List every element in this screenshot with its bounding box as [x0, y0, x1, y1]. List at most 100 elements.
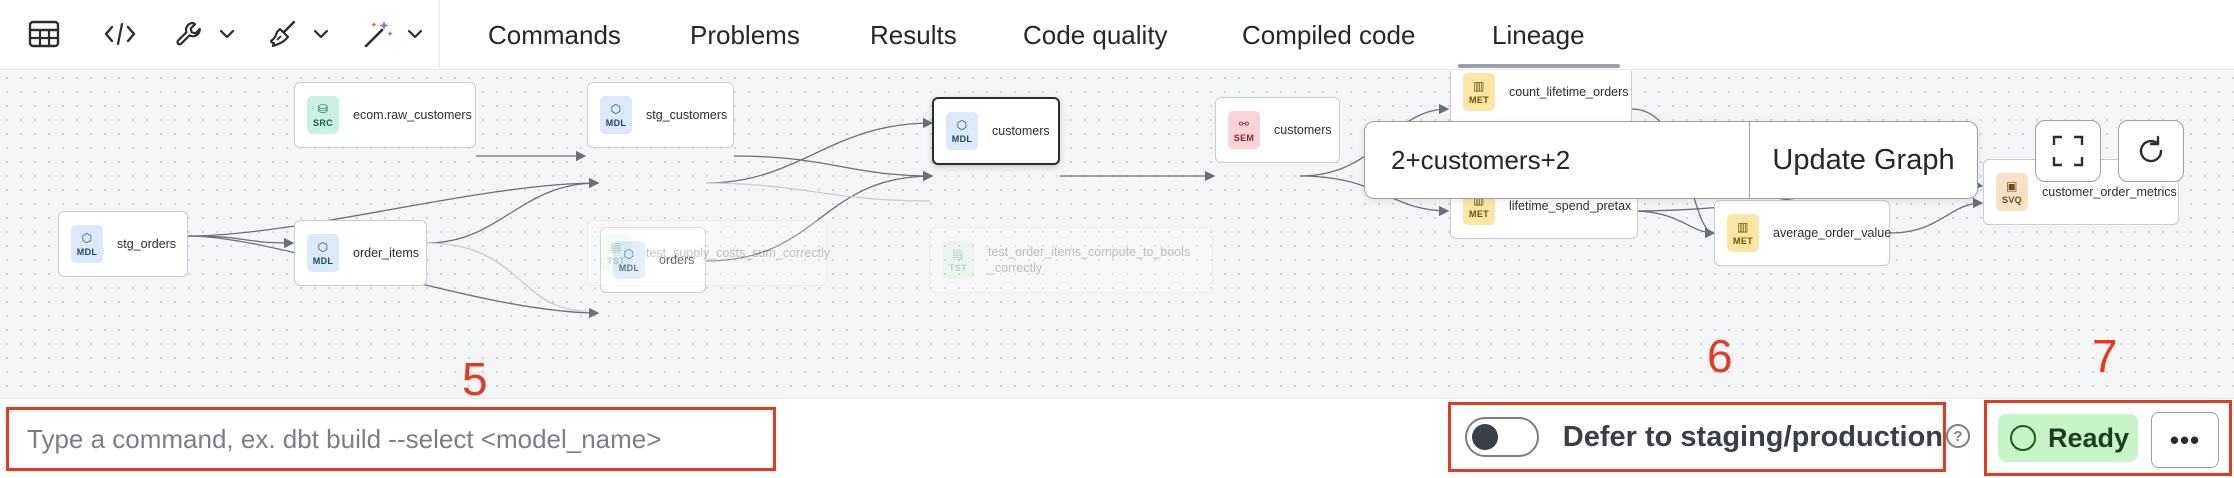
cube-icon: ⬡ — [317, 239, 329, 254]
wrench-icon — [176, 21, 201, 46]
node-label: customers — [992, 124, 1050, 138]
database-icon: ⛁ — [317, 101, 329, 116]
more-icon: ••• — [2169, 424, 2201, 455]
node-label: lifetime_spend_pretax — [1509, 199, 1632, 213]
share-icon: ⚯ — [1238, 116, 1250, 131]
tab-results[interactable]: Results — [870, 19, 957, 50]
node-label: stg_orders — [117, 237, 177, 251]
edge — [705, 170, 934, 262]
command-input[interactable] — [6, 407, 776, 471]
test-badge: ▤TST — [600, 234, 632, 272]
fullscreen-button[interactable] — [2035, 120, 2101, 182]
model-badge: ⬡MDL — [946, 112, 978, 150]
node-label: test_order_items_compute_to_bools _correc… — [988, 244, 1190, 276]
semantic-model-badge: ⚯SEM — [1228, 111, 1260, 149]
node-label: count_lifetime_orders — [1509, 85, 1629, 99]
magic-wand-menu-button[interactable] — [358, 14, 428, 54]
bar-chart-icon: ▥ — [1473, 78, 1485, 93]
node-label-line: _correctly — [988, 261, 1043, 275]
lineage-node-metric[interactable]: ▥MET count_lifetime_orders — [1450, 71, 1632, 125]
top-toolbar: Commands Problems Results Code quality C… — [0, 0, 2234, 70]
broom-icon — [269, 20, 296, 48]
toggle-knob — [1472, 424, 1498, 450]
help-icon[interactable]: ? — [1946, 424, 1970, 448]
update-graph-button[interactable]: Update Graph — [1749, 122, 1977, 198]
command-bar: Defer to staging/production ? Ready ••• — [0, 398, 2234, 478]
model-badge: ⬡MDL — [307, 234, 339, 272]
clipboard-icon: ▤ — [610, 239, 622, 254]
tab-compiled-code[interactable]: Compiled code — [1242, 19, 1416, 50]
node-label: order_items — [353, 246, 419, 260]
save-icon: ▣ — [2006, 178, 2018, 193]
refresh-icon — [2139, 135, 2163, 163]
edge — [426, 242, 587, 312]
table-icon[interactable] — [22, 14, 66, 54]
saved-query-badge: ▣SVQ — [1996, 173, 2028, 211]
status-badge: Ready — [1998, 414, 2138, 462]
chevron-down-icon — [407, 29, 423, 39]
metric-badge: ▥MET — [1463, 73, 1495, 111]
test-badge: ▤TST — [942, 241, 974, 279]
node-label: stg_customers — [646, 108, 728, 122]
status-circle-icon — [2010, 425, 2036, 451]
lineage-node-model[interactable]: ⬡MDL order_items — [294, 220, 427, 286]
refresh-button[interactable] — [2118, 120, 2184, 182]
node-label: customers — [1274, 123, 1332, 137]
chevron-down-icon — [219, 29, 235, 39]
edge — [187, 177, 600, 237]
annotation-number: 7 — [2092, 330, 2118, 382]
graph-selector: Update Graph — [1364, 121, 1978, 199]
lineage-node-test[interactable]: ▤TST test_order_items_compute_to_bools _c… — [929, 227, 1213, 293]
model-badge: ⬡MDL — [613, 241, 645, 279]
annotation-number: 6 — [1707, 330, 1733, 382]
node-label: average_order_value — [1773, 226, 1892, 240]
status-text: Ready — [2048, 422, 2130, 453]
status-area: Ready ••• — [1984, 400, 2232, 476]
node-label: test_supply_costs_sum_correctly — [646, 246, 831, 260]
edge — [1631, 210, 1716, 239]
defer-control: Defer to staging/production — [1448, 402, 1946, 472]
wrench-menu-button[interactable] — [170, 14, 240, 54]
cube-icon: ⬡ — [610, 101, 622, 116]
tab-lineage[interactable]: Lineage — [1492, 19, 1585, 50]
node-label-line: test_order_items_compute_to_bools — [988, 245, 1191, 259]
code-icon[interactable] — [98, 14, 142, 54]
tab-commands[interactable]: Commands — [488, 19, 621, 50]
magic-wand-icon — [364, 21, 393, 48]
node-label: orders — [659, 253, 695, 267]
edge — [426, 177, 600, 244]
cube-icon: ⬡ — [624, 247, 635, 261]
tab-code-quality[interactable]: Code quality — [1023, 19, 1168, 50]
defer-toggle[interactable] — [1465, 417, 1539, 457]
lineage-node-semantic-model[interactable]: ⚯SEM customers — [1215, 97, 1340, 163]
lineage-node-model[interactable]: ⬡MDL stg_customers — [587, 82, 734, 148]
edge — [705, 117, 934, 184]
annotation-number: 5 — [462, 353, 488, 405]
clipboard-icon: ▤ — [952, 246, 964, 261]
cube-icon: ⬡ — [956, 117, 968, 132]
metric-badge: ▥MET — [1727, 214, 1759, 252]
toolbar-divider — [439, 0, 440, 70]
lineage-edges — [187, 103, 1984, 319]
node-label: customer_order_metrics — [2042, 185, 2177, 199]
cube-icon: ⬡ — [81, 230, 93, 245]
defer-label: Defer to staging/production — [1562, 420, 1943, 453]
edge — [1889, 197, 1984, 234]
bar-chart-icon: ▥ — [1737, 219, 1749, 234]
lineage-node-model-selected[interactable]: ⬡MDL customers — [932, 97, 1060, 165]
edge — [733, 155, 934, 182]
broom-menu-button[interactable] — [264, 14, 334, 54]
source-badge: ⛁SRC — [307, 96, 339, 134]
lineage-node-model[interactable]: ⬡MDL orders — [600, 227, 706, 293]
graph-selector-input[interactable] — [1365, 122, 1749, 198]
lineage-node-test[interactable]: ▤TST test_supply_costs_sum_correctly — [587, 220, 831, 286]
model-badge: ⬡MDL — [71, 225, 103, 263]
more-options-button[interactable]: ••• — [2151, 412, 2219, 468]
lineage-node-metric[interactable]: ▥MET average_order_value — [1714, 200, 1892, 266]
lineage-node-model[interactable]: ⬡MDL stg_orders — [58, 211, 188, 277]
tab-problems[interactable]: Problems — [690, 19, 800, 50]
fullscreen-icon — [2052, 135, 2084, 167]
lineage-node-source[interactable]: ⛁SRC ecom.raw_customers — [294, 82, 476, 148]
active-tab-indicator — [1458, 64, 1620, 68]
bar-chart-icon: ▥ — [1473, 192, 1485, 207]
